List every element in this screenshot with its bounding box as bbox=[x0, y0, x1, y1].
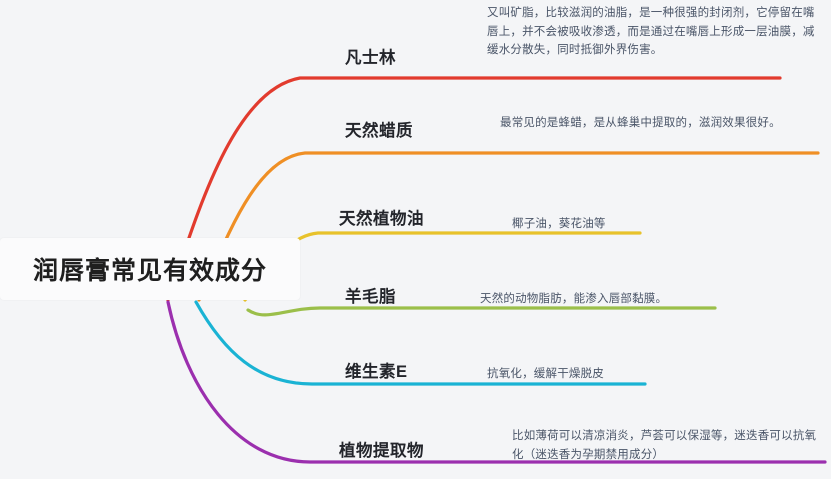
root-node[interactable]: 润唇膏常见有效成分 bbox=[0, 238, 300, 300]
branch-curve-yangmaozhi bbox=[246, 306, 717, 317]
branch-curve-weishengsu-e bbox=[194, 300, 647, 386]
branch-label-tianranzhiwuyou: 天然植物油 bbox=[339, 210, 424, 228]
branch-description-tianranlazhi: 最常见的是蜂蜡，是从蜂巢中提取的，滋润效果很好。 bbox=[500, 117, 781, 129]
branch-description-yangmaozhi: 天然的动物脂肪，能渗入唇部黏膜。 bbox=[480, 293, 668, 305]
branch-label-fanshilin: 凡士林 bbox=[345, 49, 396, 67]
branch-label-weishengsu-e: 维生素E bbox=[345, 363, 408, 381]
branch-curve-zhiwutiquwu bbox=[166, 300, 827, 464]
branch-description-weishengsu-e: 抗氧化，缓解干燥脱皮 bbox=[487, 368, 604, 380]
branch-label-zhiwutiquwu: 植物提取物 bbox=[339, 442, 424, 460]
branch-label-yangmaozhi: 羊毛脂 bbox=[345, 288, 396, 306]
branch-description-tianranzhiwuyou: 椰子油，葵花油等 bbox=[512, 218, 606, 230]
branch-description-fanshilin: 又叫矿脂，比较滋润的油脂，是一种很强的封闭剂，它停留在嘴唇上，并不会被吸收渗透，… bbox=[487, 7, 815, 57]
branch-description-zhiwutiquwu: 比如薄荷可以清凉消炎，芦荟可以保湿等，迷迭香可以抗氧化（迷迭香为孕期禁用成分） bbox=[512, 430, 817, 461]
branch-label-tianranlazhi: 天然蜡质 bbox=[345, 122, 413, 140]
root-node-label: 润唇膏常见有效成分 bbox=[32, 257, 267, 285]
